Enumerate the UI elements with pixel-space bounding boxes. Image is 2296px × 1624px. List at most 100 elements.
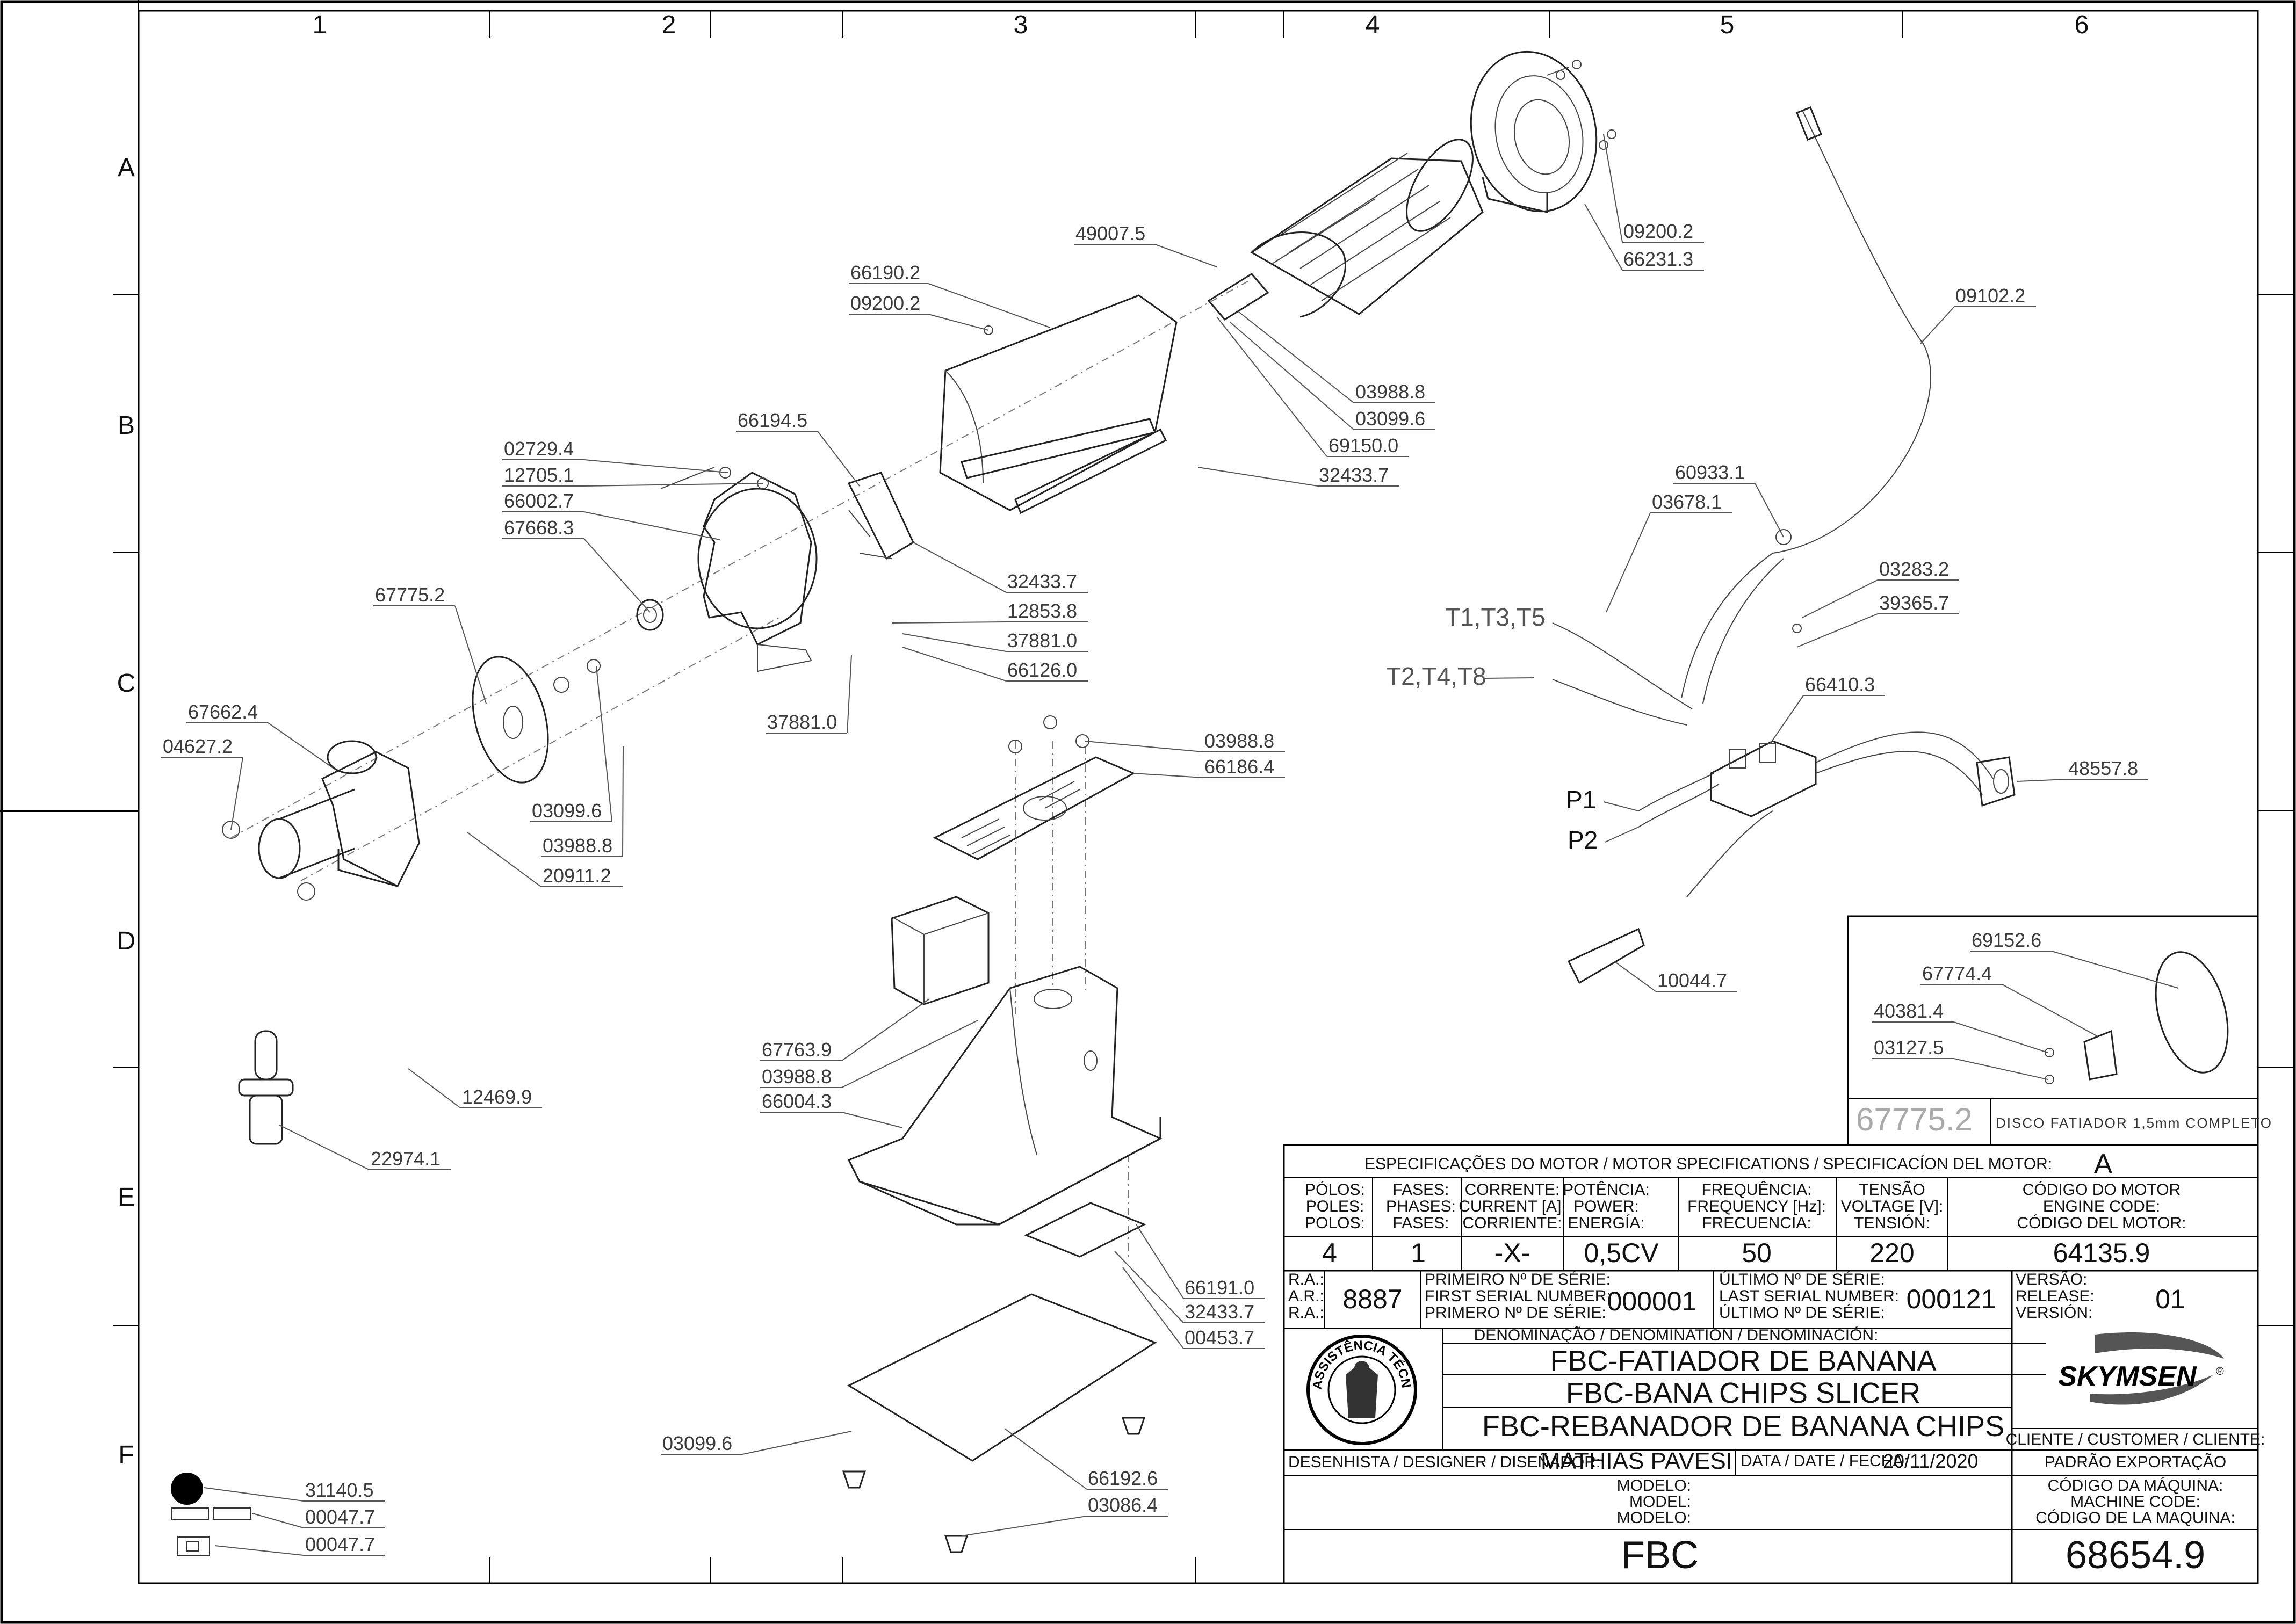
spec-value-phases: 1 (1411, 1238, 1426, 1268)
machine-code-label-2: MACHINE CODE: (2070, 1493, 2200, 1511)
part-callout: 03988.8 (1238, 311, 1435, 403)
callout-leader-line (760, 1020, 978, 1088)
spec-header-engine-3: CÓDIGO DEL MOTOR: (2017, 1214, 2186, 1232)
grid-col-5: 5 (1720, 11, 1735, 39)
spec-header-voltage-3: TENSIÓN: (1854, 1214, 1930, 1232)
spec-value-frequency: 50 (1742, 1238, 1772, 1268)
part-number-label: 09200.2 (850, 292, 920, 314)
part-callout: 60933.1 (1673, 461, 1784, 538)
part-number-label: 32433.7 (1319, 464, 1389, 486)
part-number-label: 66004.3 (762, 1090, 832, 1112)
callout-leader-line (502, 511, 720, 540)
part-callout: 66002.7 (502, 490, 720, 540)
part-callout: 20911.2 (467, 832, 623, 887)
part-callout: 03988.8 (1085, 730, 1285, 752)
part-number-label: 03099.6 (662, 1432, 732, 1454)
part-number-label: 00047.7 (305, 1533, 375, 1555)
part-number-label: 48557.8 (2068, 757, 2138, 779)
part-number-label: 09200.2 (1623, 220, 1693, 242)
grid-row-D: D (117, 927, 136, 955)
callout-leader-line (1216, 316, 1409, 457)
grid-row-E: E (118, 1183, 135, 1212)
part-callout: 12705.1 (502, 464, 763, 487)
part-number-label: 03099.6 (532, 800, 602, 822)
part-number-label: 60933.1 (1675, 461, 1745, 483)
callout-leader-line (902, 633, 1088, 652)
part-callout: 00047.7 (214, 1533, 385, 1556)
ra-label-1: R.A.: (1288, 1271, 1324, 1288)
part-callout: 03678.1 (1606, 491, 1732, 613)
spec-header-power-2: POWER: (1573, 1198, 1639, 1215)
part-callout: 09200.2 (1603, 134, 1704, 243)
callout-leader-line (502, 538, 651, 613)
part-number-label: 32433.7 (1007, 570, 1077, 592)
spec-header-voltage-1: TENSÃO (1859, 1180, 1925, 1199)
spec-header-poles-3: POLOS: (1305, 1214, 1365, 1232)
last-serial-label-2: LAST SERIAL NUMBER: (1719, 1287, 1899, 1305)
part-callout: 03283.2 (1802, 558, 1959, 618)
part-callout: 12853.8 (891, 600, 1088, 624)
brand-wordmark: SKYMSEN (2058, 1361, 2197, 1392)
callout-leader-line (1872, 1021, 2048, 1053)
part-number-label: 03099.6 (1355, 408, 1425, 430)
part-callout: 67668.3 (502, 517, 651, 613)
spec-header-frequency-2: FREQUENCY [Hz]: (1687, 1198, 1826, 1215)
spec-value-power: 0,5CV (1584, 1238, 1659, 1268)
callout-leader-line (1238, 311, 1435, 403)
grid-col-4: 4 (1366, 11, 1380, 39)
spec-header-power-1: POTÊNCIA: (1563, 1181, 1650, 1199)
bottom-cover (842, 1293, 1157, 1553)
part-number-label: 39365.7 (1879, 592, 1949, 614)
front-housing (660, 467, 914, 672)
denomination-line-en: FBC-BANA CHIPS SLICER (1566, 1377, 1920, 1409)
client-label: CLIENTE / CUSTOMER / CLIENTE: (2006, 1431, 2265, 1448)
wire-terminal-callout: T1,T3,T5 (1445, 603, 1546, 631)
first-serial-value: 000001 (1607, 1286, 1697, 1316)
part-number-label: 03988.8 (543, 835, 612, 857)
spec-header-phases-1: FASES: (1392, 1181, 1449, 1199)
part-callout: 09102.2 (1920, 285, 2036, 344)
part-callout: 69150.0 (1216, 316, 1409, 457)
wiring-harness (1552, 106, 2016, 984)
electric-box (891, 896, 990, 1005)
callout-leader-line (1136, 1224, 1265, 1299)
spec-header-current-2: CURRENT [A]: (1459, 1198, 1565, 1215)
part-callout: 31140.5 (204, 1479, 385, 1502)
wire-terminal-callout: P1 (1566, 786, 1639, 814)
part-callout: 66192.6 (1004, 1428, 1168, 1490)
part-number-label: 37881.0 (767, 711, 837, 733)
part-callout: 66194.5 (736, 409, 860, 487)
version-value: 01 (2155, 1284, 2185, 1314)
callout-leader-line (467, 832, 623, 887)
callout-leader-line (1603, 134, 1704, 243)
first-serial-label-2: FIRST SERIAL NUMBER: (1425, 1287, 1611, 1305)
callout-leader-line (1197, 467, 1399, 487)
part-callout: 66190.2 (849, 262, 1051, 328)
part-number-label: 66410.3 (1805, 673, 1875, 695)
spec-header-frequency-1: FREQUÊNCIA: (1701, 1181, 1811, 1199)
callout-leader-line (1085, 741, 1285, 752)
part-number-label: 02729.4 (504, 438, 574, 460)
ra-label-3: R.A.: (1288, 1304, 1324, 1322)
last-serial-label-3: ÚLTIMO Nº DE SÉRIE: (1719, 1304, 1885, 1322)
client-value: PADRÃO EXPORTAÇÃO (2045, 1453, 2226, 1471)
callout-leader-line (2017, 779, 2148, 782)
part-callout: 03988.8 (541, 746, 624, 857)
part-number-label: 66191.0 (1185, 1277, 1254, 1299)
part-number-label: 03988.8 (1204, 730, 1274, 752)
designer-label: DESENHISTA / DESIGNER / DISEÑADOR: (1288, 1453, 1600, 1471)
callout-leader-line (891, 621, 1088, 624)
food-pusher (238, 1030, 294, 1145)
spec-header-current-1: CORRENTE: (1465, 1181, 1560, 1199)
part-number-label: 67774.4 (1922, 962, 1992, 984)
grid-row-C: C (117, 669, 136, 698)
part-callout: 66186.4 (1133, 756, 1285, 778)
grid-col-3: 3 (1014, 11, 1028, 39)
callout-leader-line (186, 722, 334, 769)
label-stickers (171, 1473, 251, 1556)
part-number-label: 03086.4 (1088, 1494, 1158, 1516)
motor-housing-cover (939, 294, 1178, 514)
part-callout: 09200.2 (849, 292, 989, 331)
